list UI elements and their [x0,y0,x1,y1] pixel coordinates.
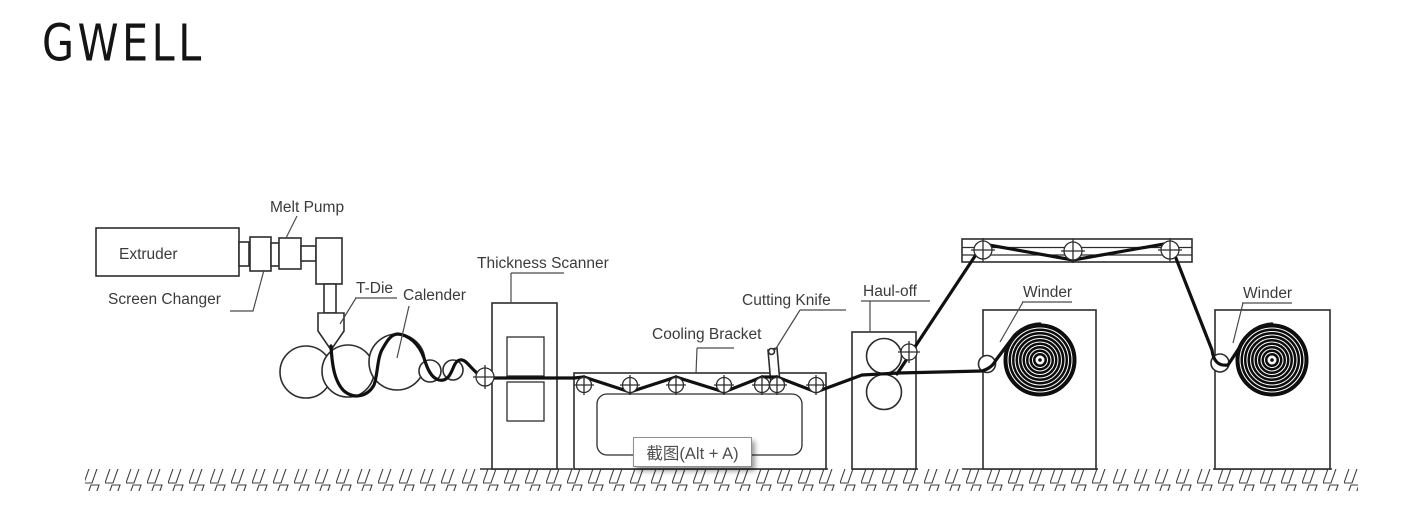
roller-symbols [473,238,1182,395]
label-thickness-scanner: Thickness Scanner [477,255,609,272]
component-labels: Extruder Melt Pump Screen Changer T-Die … [108,199,1292,343]
elbow-block [315,237,343,285]
thickness-scanner [491,302,558,470]
connector [238,241,250,267]
nip-roll [865,373,903,411]
wound-roll [1003,323,1077,397]
gwell-logo: GWELL [42,14,205,74]
roller-symbol [666,375,686,395]
idler-roll [977,354,997,374]
wound-roll [1235,323,1309,397]
label-cooling-bracket: Cooling Bracket [652,326,762,343]
label-melt-pump: Melt Pump [270,199,344,216]
connector [300,245,317,262]
label-t-die: T-Die [356,280,393,297]
label-cutting-knife: Cutting Knife [742,292,831,309]
label-haul-off: Haul-off [863,283,918,300]
melt-pump-block [278,237,302,270]
roller-symbol [1158,238,1182,262]
calender-roll [321,344,375,398]
leader-lines [230,215,1292,375]
roller-symbol [1061,239,1085,263]
nip-roll [865,337,903,375]
connector [270,242,280,267]
die-neck [323,283,337,314]
calender-rolls [279,333,464,399]
label-winder-2: Winder [1243,285,1292,302]
ground-hatching [85,468,1358,491]
roller-symbol [806,375,826,395]
film-web [329,241,1274,398]
label-screen-changer: Screen Changer [108,291,221,308]
extruder-unit [95,227,345,352]
label-extruder: Extruder [119,246,178,263]
roller-symbol [767,375,787,395]
roller-symbol [620,375,640,395]
label-calender: Calender [403,287,466,304]
winder-2 [1210,309,1331,470]
roller-symbol [898,341,920,363]
roller-symbol [473,365,497,389]
t-die-shape [317,312,345,352]
roller-symbol [752,375,772,395]
label-winder-1: Winder [1023,284,1072,301]
winder-1 [977,309,1097,470]
screen-changer-block [249,236,272,272]
extruder-body [95,227,240,277]
screenshot-tooltip[interactable]: 截图(Alt + A) [633,437,752,467]
roller-symbol [714,375,734,395]
roller-symbol [574,375,594,395]
roller-symbol [971,238,995,262]
